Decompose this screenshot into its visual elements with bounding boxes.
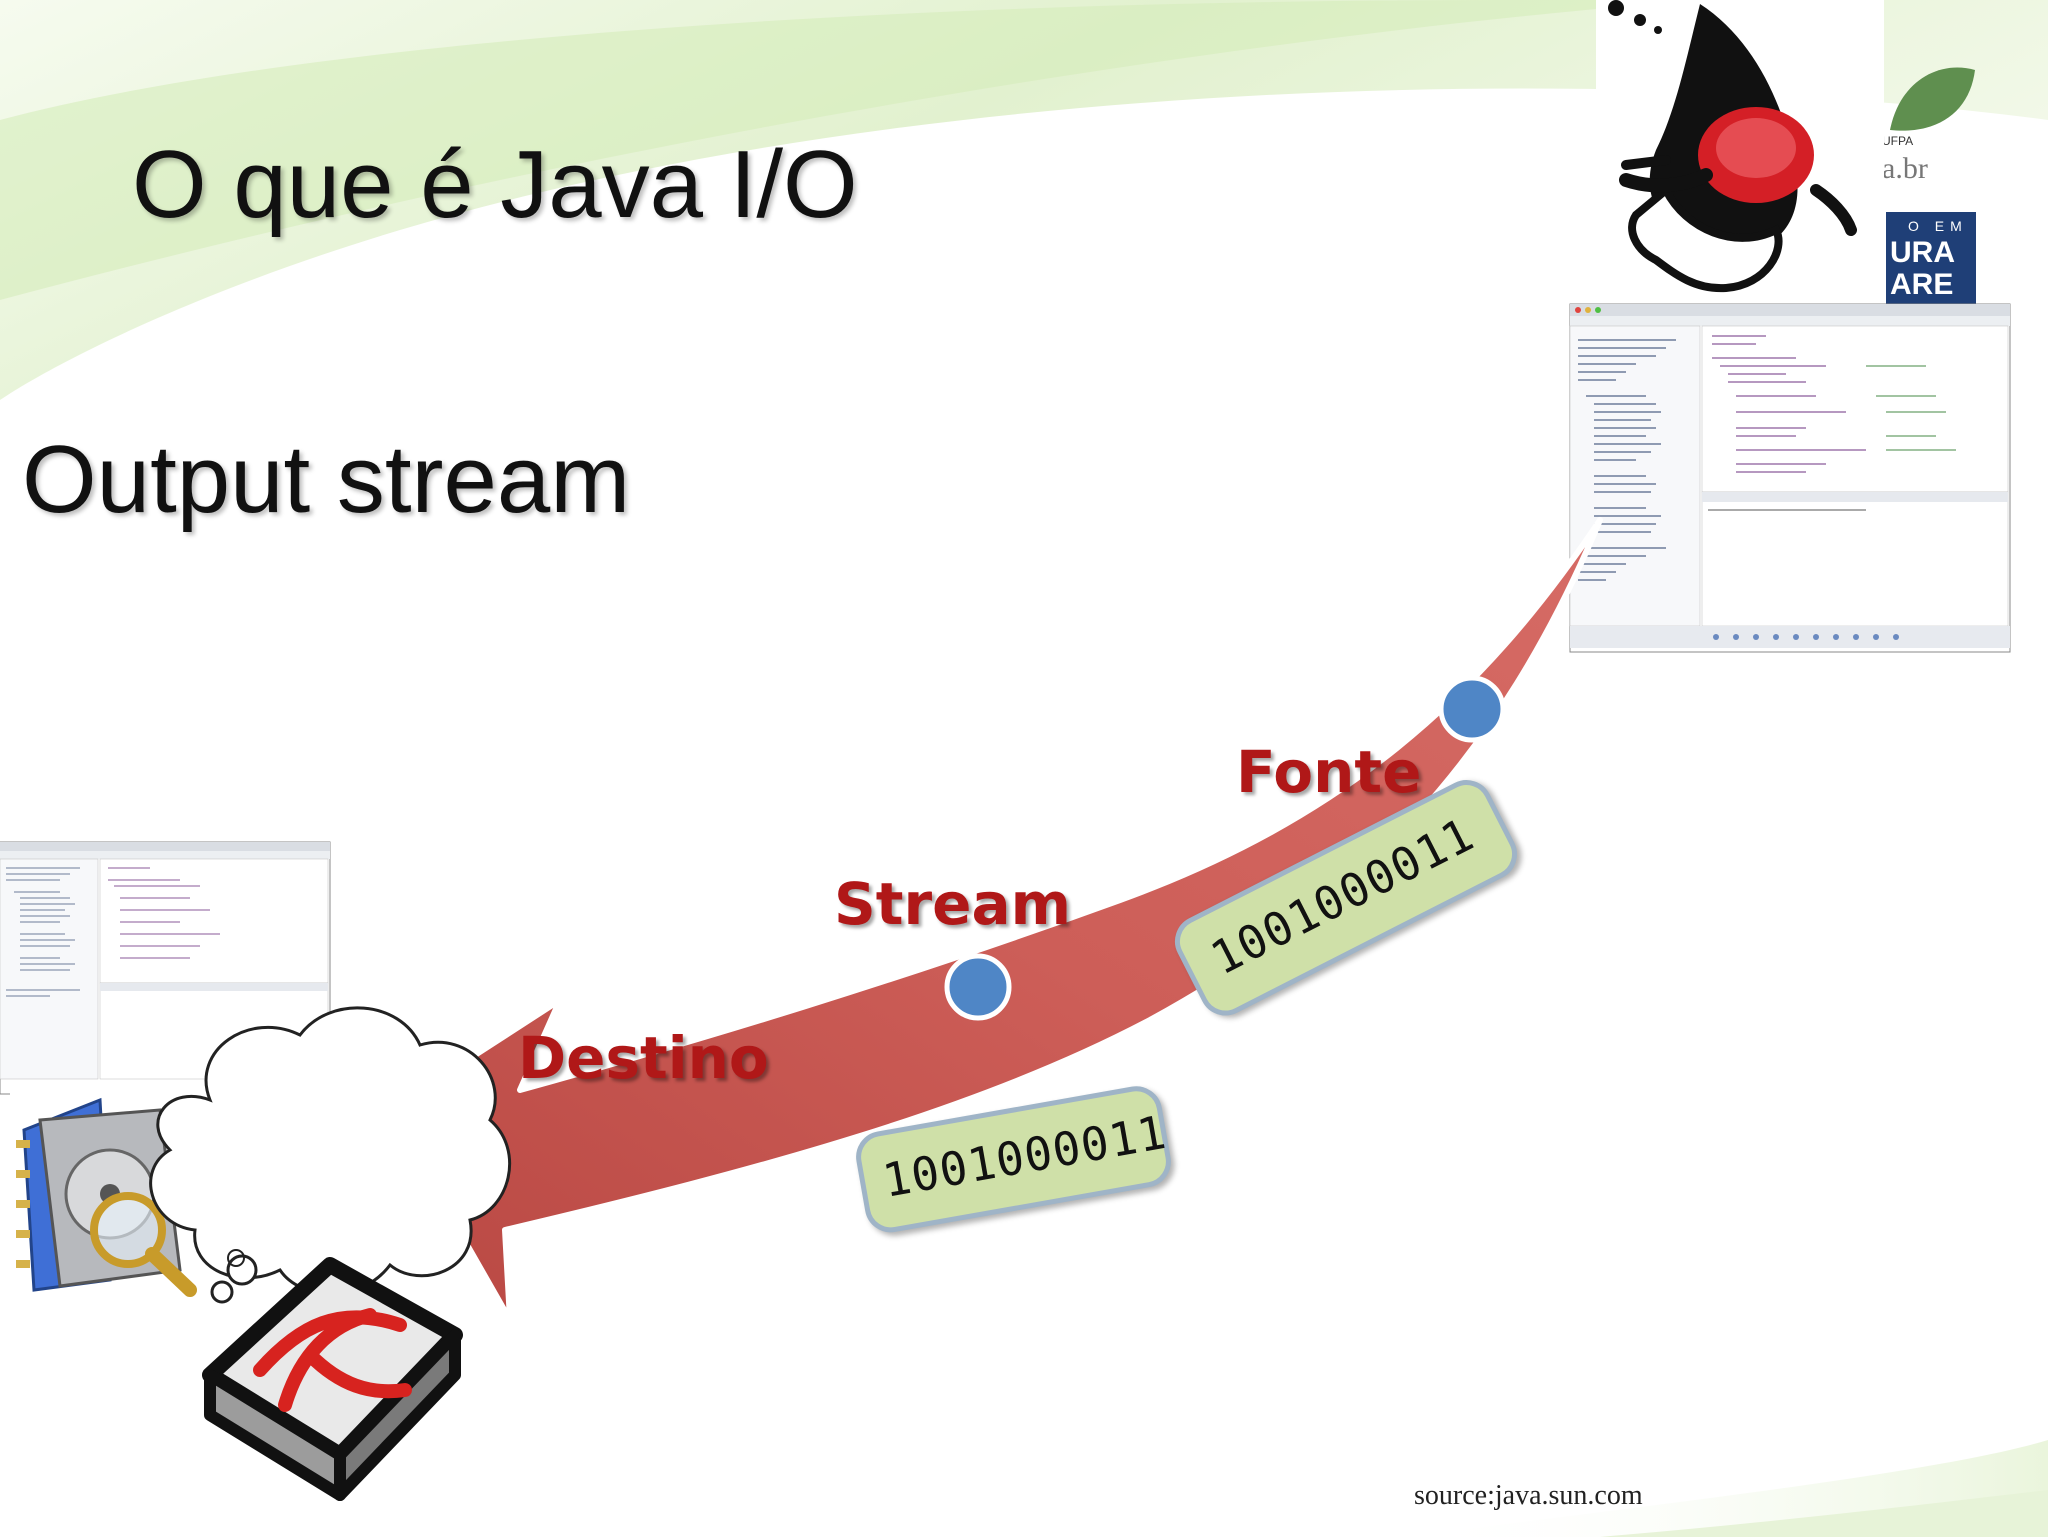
logo-small-text: UFPA — [1882, 134, 1914, 148]
source-label: Fonte — [1236, 738, 1422, 806]
logo-blue-line-1: O EM — [1908, 218, 1968, 234]
source-note: source:java.sun.com — [1414, 1480, 1643, 1511]
logo-partial-text: a.br — [1882, 152, 1928, 185]
stream-node — [944, 953, 1012, 1021]
slide-subtitle: Output stream — [22, 426, 631, 533]
duke-icon — [1596, 0, 1884, 294]
stream-label: Stream — [834, 870, 1072, 938]
source-node — [1438, 675, 1506, 743]
slide-title: O que é Java I/O — [132, 131, 858, 238]
destination-label: Destino — [518, 1024, 769, 1092]
disk-search-icon — [10, 1090, 210, 1300]
acrobat-icon — [202, 1257, 463, 1501]
ide-screenshot-icon — [1569, 303, 2011, 653]
thought-cloud-icon — [149, 1006, 512, 1304]
logo-blue-line-3: ARE — [1890, 268, 1954, 301]
logo-blue-badge: O EM URA ARE — [1886, 212, 1976, 304]
leaf-logo-icon — [1890, 67, 1975, 131]
logo-blue-line-2: URA — [1890, 236, 1955, 269]
